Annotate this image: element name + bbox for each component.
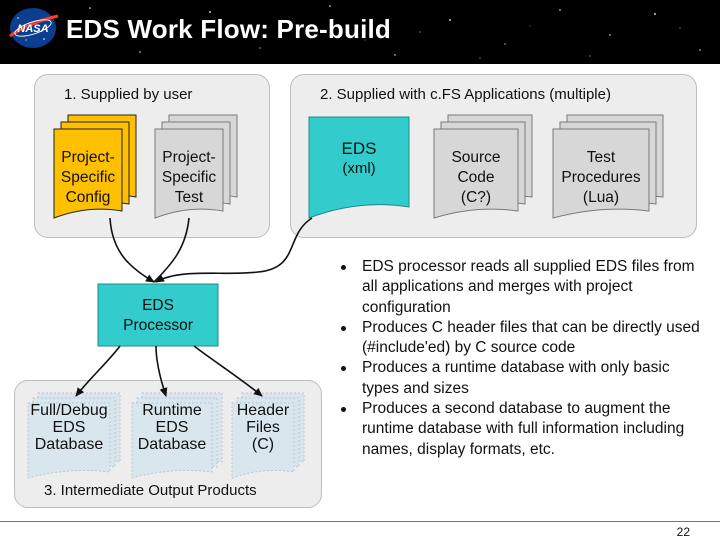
header-files-label: Header Files (C): [236, 402, 290, 453]
bullet-item: Produces C header files that can be dire…: [338, 318, 710, 359]
nasa-logo-text: NASA: [17, 23, 48, 35]
eds-xml-document: [308, 116, 410, 219]
full-debug-db-document-stack: [27, 392, 121, 479]
eds-xml-label: EDS (xml): [341, 139, 377, 177]
slide-title: EDS Work Flow: Pre-build: [66, 14, 392, 44]
source-code-label: Source Code (C?): [451, 149, 501, 206]
bullet-item: EDS processor reads all supplied EDS fil…: [338, 257, 710, 318]
runtime-db-document-stack: [131, 392, 223, 479]
output-panel-label: 3. Intermediate Output Products: [44, 482, 257, 499]
nasa-logo: NASA: [9, 8, 59, 48]
processor-to-runtime-db-arrow: [155, 345, 168, 397]
source-code-document-stack: [433, 114, 533, 219]
test-document-label: Project- Specific Test: [161, 149, 217, 206]
runtime-db-label: Runtime EDS Database: [137, 402, 207, 453]
eds-processor-box: [97, 283, 219, 347]
bullet-item: Produces a runtime database with only ba…: [338, 358, 710, 399]
test-procedures-label: Test Procedures (Lua): [561, 149, 641, 206]
processor-to-full-db-arrow: [75, 345, 121, 397]
eds-to-processor-arrow: [155, 217, 313, 283]
description-bullet-list: EDS processor reads all supplied EDS fil…: [338, 257, 710, 460]
title-bar: NASA EDS Work Flow: Pre-build: [0, 0, 720, 64]
test-to-processor-line: [153, 217, 190, 283]
test-document-stack: [154, 114, 238, 219]
config-to-processor-arrow: [109, 217, 155, 283]
apps-panel-label: 2. Supplied with c.FS Applications (mult…: [320, 86, 611, 103]
config-document-stack: [53, 114, 137, 219]
config-document-label: Project- Specific Config: [60, 149, 116, 206]
eds-processor-label: EDS Processor: [123, 297, 193, 334]
test-procedures-document-stack: [552, 114, 664, 219]
page-number: 22: [676, 525, 690, 539]
header-files-document-stack: [231, 392, 305, 479]
bullet-item: Produces a second database to augment th…: [338, 399, 710, 460]
user-panel-label: 1. Supplied by user: [64, 86, 193, 103]
footer-divider: [0, 521, 720, 522]
full-debug-db-label: Full/Debug EDS Database: [30, 402, 108, 453]
processor-to-headers-arrow: [193, 345, 263, 397]
starfield-background: [89, 5, 701, 59]
